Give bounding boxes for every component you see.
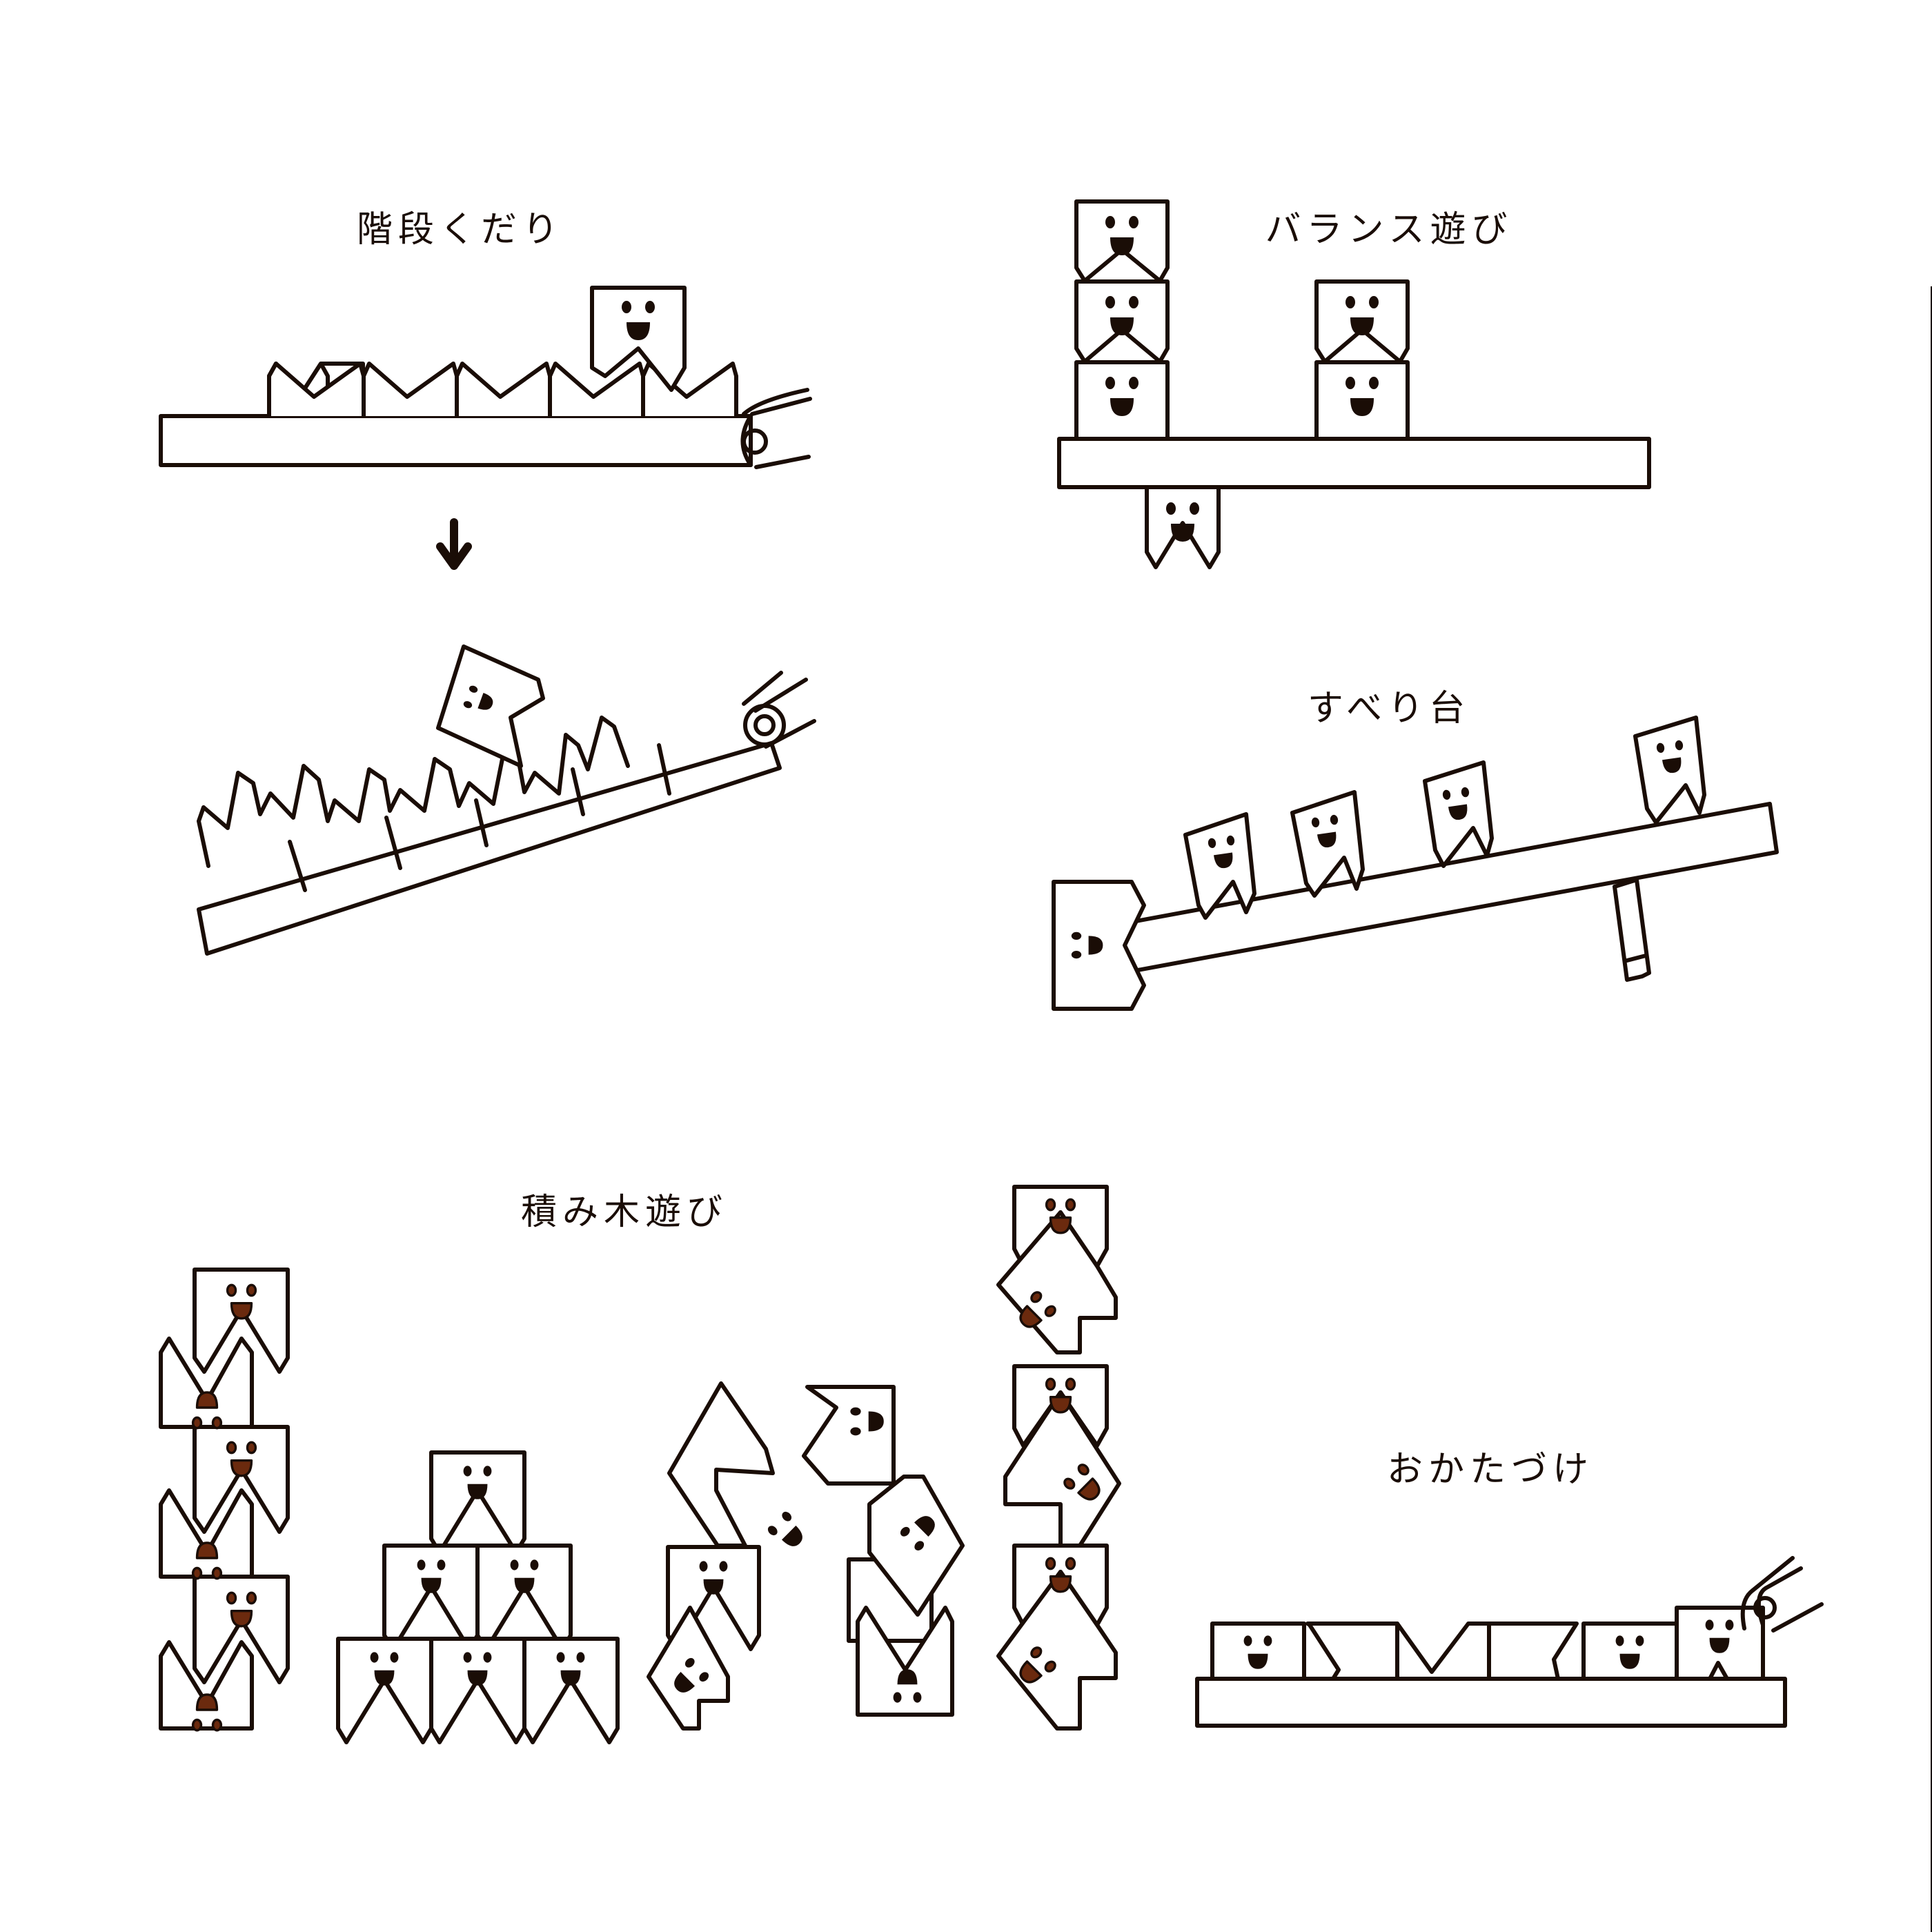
scene-label-balance: バランス遊び: [1265, 209, 1513, 250]
down-arrow-icon: [436, 518, 472, 570]
tidy-scene: [1195, 1556, 1824, 1728]
scene-label-tidy: おかたづけ: [1386, 1449, 1595, 1490]
stairs-scene-top: [159, 286, 812, 469]
scene-label-stacking: 積み木遊び: [520, 1192, 729, 1233]
stacking-scene: [159, 1185, 1121, 1744]
scene-label-slide: すべり台: [1307, 688, 1471, 729]
right-edge-line: [1931, 286, 1932, 1932]
stairs-scene-tilted: [197, 644, 816, 956]
scene-label-stairs: 階段くだり: [356, 209, 564, 250]
stacking-faces: [191, 1198, 1107, 1732]
